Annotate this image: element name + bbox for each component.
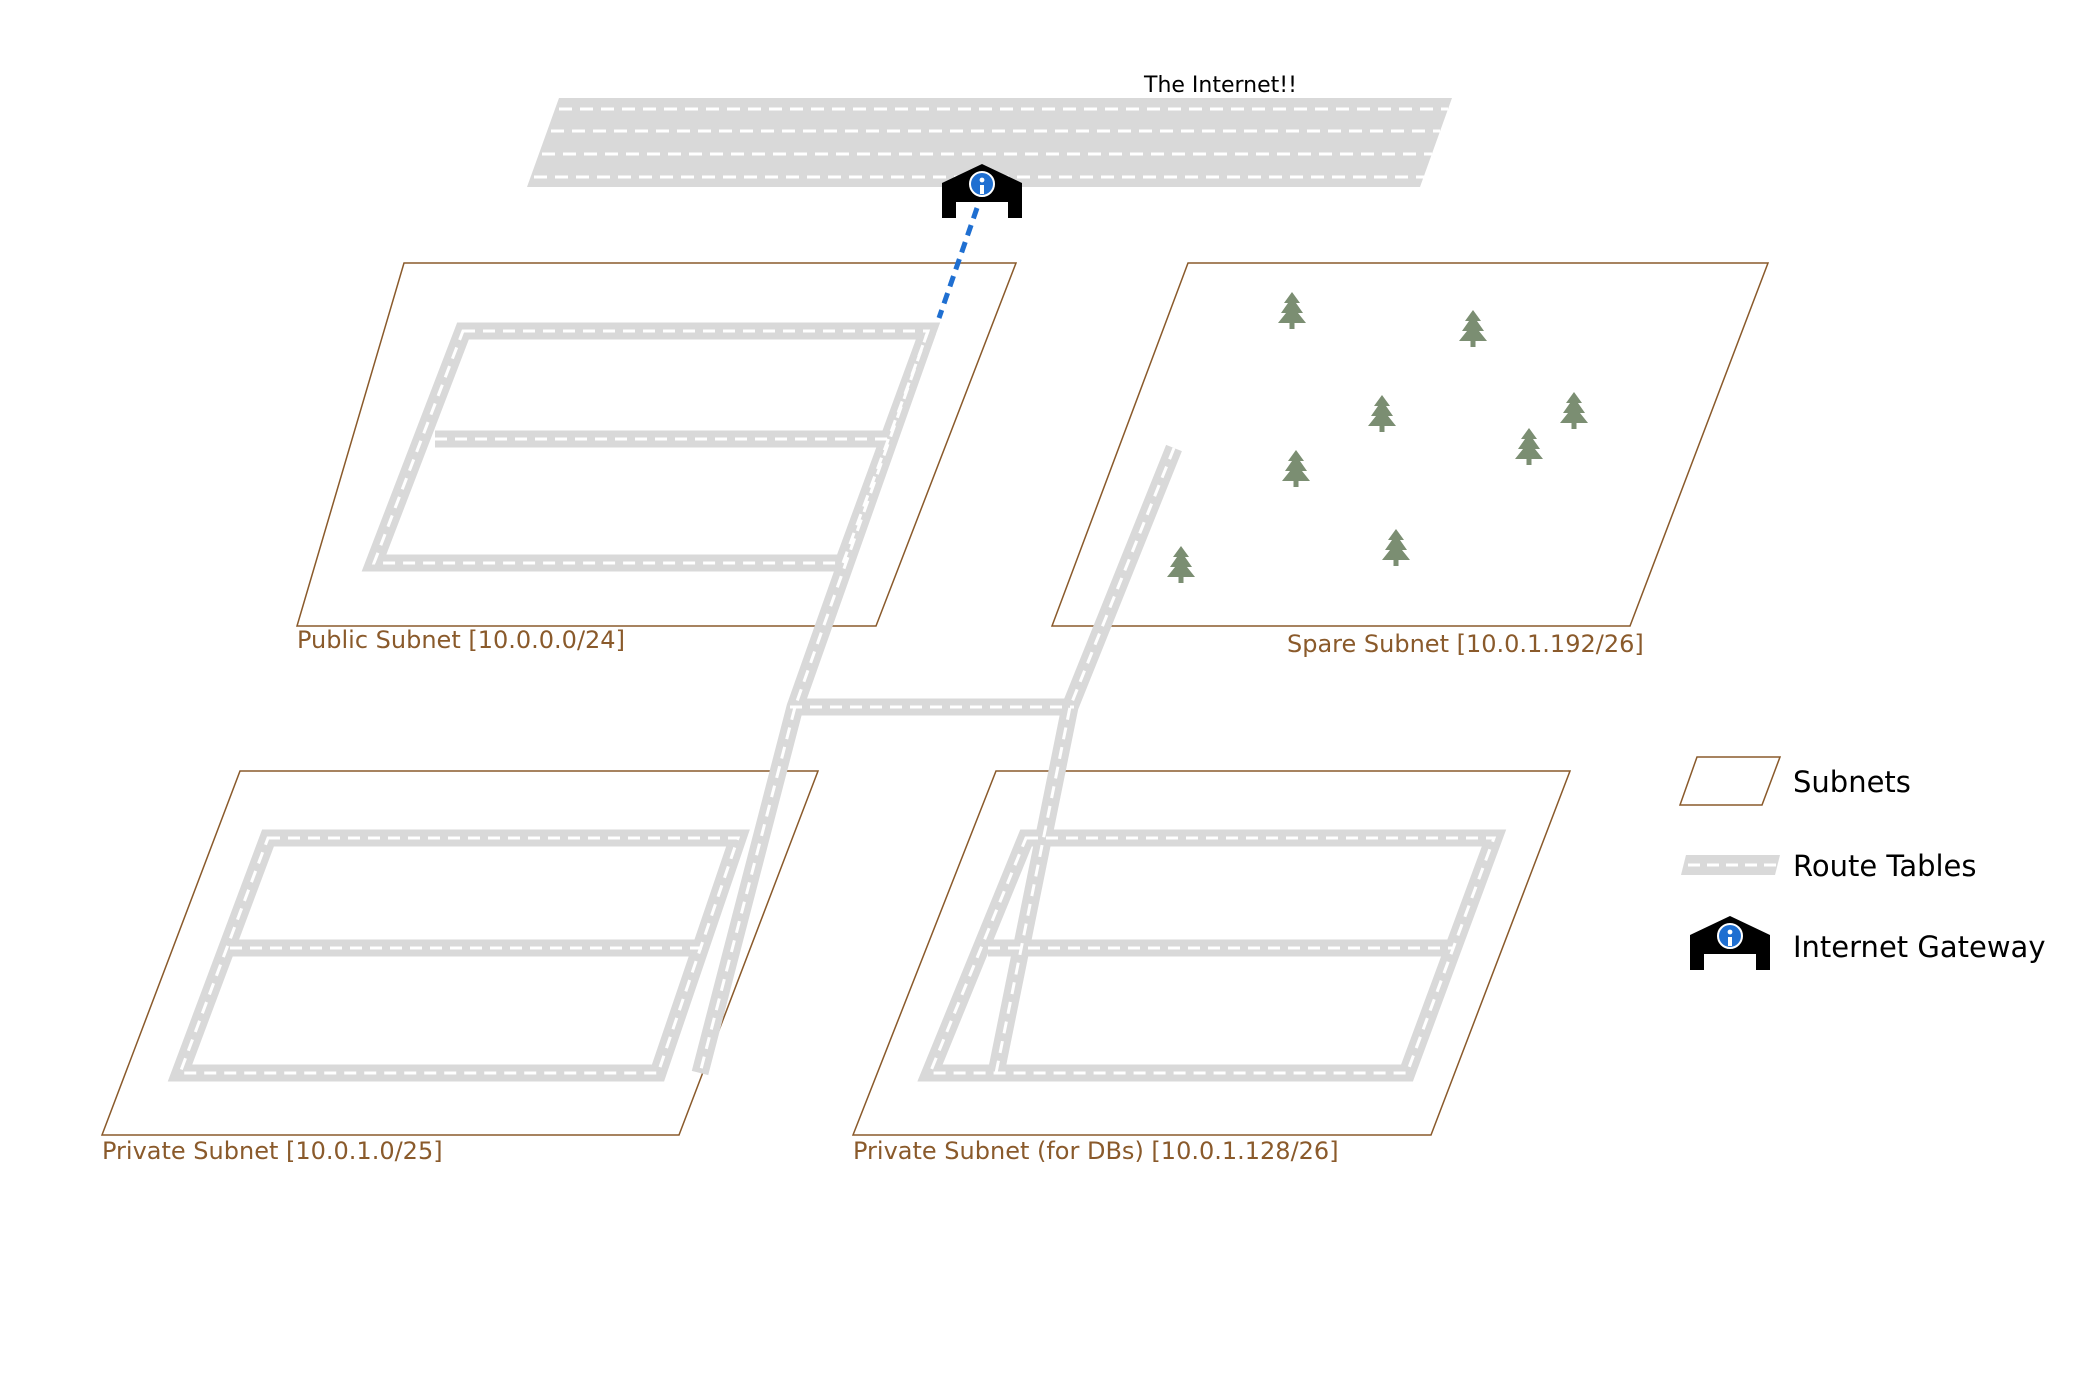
private-db-subnet-label: Private Subnet (for DBs) [10.0.1.128/26]: [853, 1137, 1339, 1165]
legend-subnets-label: Subnets: [1793, 765, 1911, 799]
tree-icon: [1560, 392, 1588, 429]
tree-icon: [1382, 529, 1410, 566]
gateway-icon: [1689, 915, 1771, 971]
legend-subnet-swatch: [1678, 756, 1782, 806]
spare-subnet-label: Spare Subnet [10.0.1.192/26]: [1287, 630, 1644, 658]
tree-icon: [1459, 310, 1487, 347]
legend-route-tables-label: Route Tables: [1793, 849, 1977, 883]
legend-gateway-label: Internet Gateway: [1793, 930, 2045, 964]
tree-icon: [1167, 546, 1195, 583]
private-db-subnet: [851, 770, 1572, 1136]
tree-icon: [1515, 428, 1543, 465]
legend: Subnets Route Tables Internet Gateway: [1678, 756, 2045, 971]
public-subnet-label: Public Subnet [10.0.0.0/24]: [297, 626, 625, 654]
legend-route-swatch: [1681, 855, 1780, 875]
trees: [1167, 292, 1588, 583]
route-tables: [167, 322, 1507, 1082]
gateway-link: [936, 207, 980, 319]
public-subnet: [295, 262, 1018, 627]
tree-icon: [1282, 450, 1310, 487]
spare-subnet: [1050, 262, 1770, 627]
tree-icon: [1278, 292, 1306, 329]
internet-label: The Internet!!: [1143, 73, 1297, 98]
private-subnet: [100, 770, 820, 1136]
tree-icon: [1368, 395, 1396, 432]
private-subnet-label: Private Subnet [10.0.1.0/25]: [102, 1137, 443, 1165]
